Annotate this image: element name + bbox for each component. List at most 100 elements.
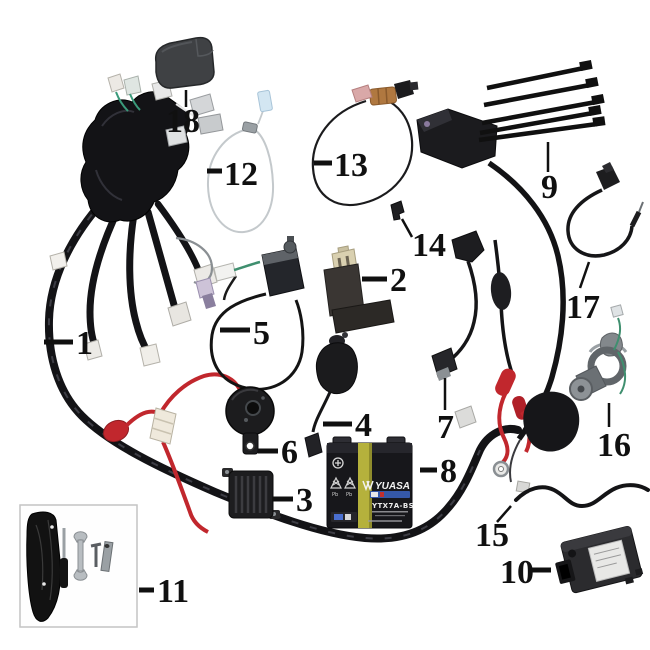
- wire-lead-illustration: [206, 89, 275, 234]
- ignition-coil-illustration: [209, 236, 305, 391]
- tool-pouch-creases: [35, 519, 53, 601]
- callout-2-label: 2: [390, 262, 407, 299]
- rubber-boot-illustration: [154, 36, 215, 89]
- cdi-unit-illustration: [555, 525, 644, 594]
- callout-12-label: 12: [224, 156, 258, 193]
- callout-8-label: 8: [440, 453, 457, 490]
- tool-spanner-hole: [104, 543, 110, 549]
- battery-recycle-icon-2: [344, 476, 356, 489]
- callout-17-leader: [578, 261, 591, 289]
- harness-lavender-connector: [195, 277, 215, 299]
- battery-bottom-label-blue: [334, 514, 343, 520]
- harness-connector-left-mid: [49, 251, 68, 271]
- harness-connector-leg3-end: [139, 343, 161, 367]
- pigtail-cable: [566, 188, 634, 258]
- loom-gray-wire: [509, 439, 521, 483]
- battery-plus-icon: [332, 457, 344, 469]
- callout-5-label: 5: [253, 315, 270, 352]
- starter-relay-connector: [304, 432, 323, 458]
- sensor-cap-tip: [409, 81, 419, 91]
- rectifier-ear-top-hole: [225, 470, 229, 474]
- pigtail-connector-nub: [602, 162, 614, 173]
- ignition-switch-illustration: [569, 304, 628, 401]
- battery-logo-marks: [362, 480, 374, 492]
- tool-wrench-bottom-jaw: [73, 568, 88, 581]
- callout-15-leader: [496, 505, 512, 523]
- tool-pouch-snap-2: [42, 582, 46, 586]
- battery-blue-band-tick: [380, 492, 384, 497]
- loom-white-connector: [454, 405, 477, 429]
- battery-fine-line-2: [375, 515, 405, 517]
- callout-4: 4: [323, 407, 372, 444]
- loom-black-cover: [523, 391, 580, 452]
- horn-mount-hole: [245, 441, 255, 451]
- battery-fine-line-1: [372, 511, 408, 513]
- callout-18-label: 18: [166, 103, 200, 140]
- callout-9: 9: [541, 142, 558, 206]
- harness-bundle-highlight: [95, 109, 135, 201]
- tool-spanner-tube: [100, 541, 114, 572]
- wire-loop-path: [311, 97, 414, 207]
- callout-7-label: 7: [437, 409, 454, 446]
- callout-13: 13: [314, 147, 368, 184]
- cable-tie-2-head: [585, 76, 599, 89]
- cable-tie-4: [479, 110, 594, 136]
- harness-trunk-texture: [47, 199, 481, 540]
- harness-red-wire-2: [161, 441, 209, 534]
- starter-relay-body: [315, 342, 358, 394]
- battery-bottom-text-line: [368, 520, 402, 522]
- harness-leg-2: [86, 206, 122, 350]
- wiring-harness-illustration: [44, 73, 522, 543]
- sensor-cable-illustration: [431, 230, 485, 381]
- horn-rivet-2: [261, 396, 265, 400]
- cable-tie-1: [486, 65, 585, 91]
- wire-lead-loop: [206, 128, 275, 234]
- boot-step: [195, 38, 214, 57]
- horn-illustration: [225, 386, 275, 455]
- cdi-pin-nub-1: [624, 576, 634, 585]
- cable-tie-3: [481, 99, 597, 126]
- rectifier-fins: [234, 476, 268, 513]
- pigtail-plug: [629, 210, 642, 228]
- coil-connector: [213, 262, 237, 282]
- battery-pb-text-1: Pb: [332, 492, 338, 498]
- cdi-mount-hole: [568, 549, 577, 558]
- harness-connector-top-1: [107, 73, 125, 93]
- callout-17-label: 17: [566, 289, 600, 326]
- pigtail-connector: [596, 166, 620, 190]
- callout-11: 11: [139, 573, 189, 610]
- sensor-black-cap: [394, 80, 414, 99]
- ring-terminal-hole: [498, 466, 504, 472]
- coil-small-wire: [222, 275, 238, 301]
- plug-body: [390, 200, 405, 221]
- harness-leg-4: [144, 208, 180, 316]
- cable-ties-illustration: [478, 59, 606, 143]
- callout-16-label: 16: [597, 427, 631, 464]
- cdi-box-top: [561, 526, 632, 552]
- callout-17: 17: [566, 261, 600, 326]
- cable-end-face: [436, 367, 451, 381]
- callouts-layer: 1 2 3 4 5 6 7 8: [44, 90, 631, 610]
- sensor-spade-terminal: [351, 84, 373, 103]
- harness-wire-white-1: [175, 103, 195, 117]
- pigtail-plug-tip: [638, 201, 644, 213]
- callout-8: 8: [420, 453, 457, 490]
- harness-connector-leg2-end: [83, 339, 103, 361]
- jumper-wire-path: [514, 483, 650, 509]
- tool-allen-key: [90, 542, 102, 567]
- cable-tie-3-head: [591, 93, 605, 106]
- harness-connector-right-2: [197, 113, 224, 135]
- harness-lavender-connector-tip: [202, 293, 216, 309]
- callout-15-label: 15: [475, 517, 509, 554]
- loom-rubber-grommet: [490, 272, 512, 310]
- red-lead-boot-1: [495, 368, 516, 396]
- cable-tie-5: [478, 121, 598, 143]
- starter-relay-wire: [311, 391, 332, 433]
- callout-13-label: 13: [334, 147, 368, 184]
- callout-12: 12: [207, 156, 258, 193]
- battery-model-text: YTX7A-BS: [371, 502, 414, 510]
- red-lead-wire-1: [497, 391, 510, 466]
- cable-curve: [447, 260, 478, 363]
